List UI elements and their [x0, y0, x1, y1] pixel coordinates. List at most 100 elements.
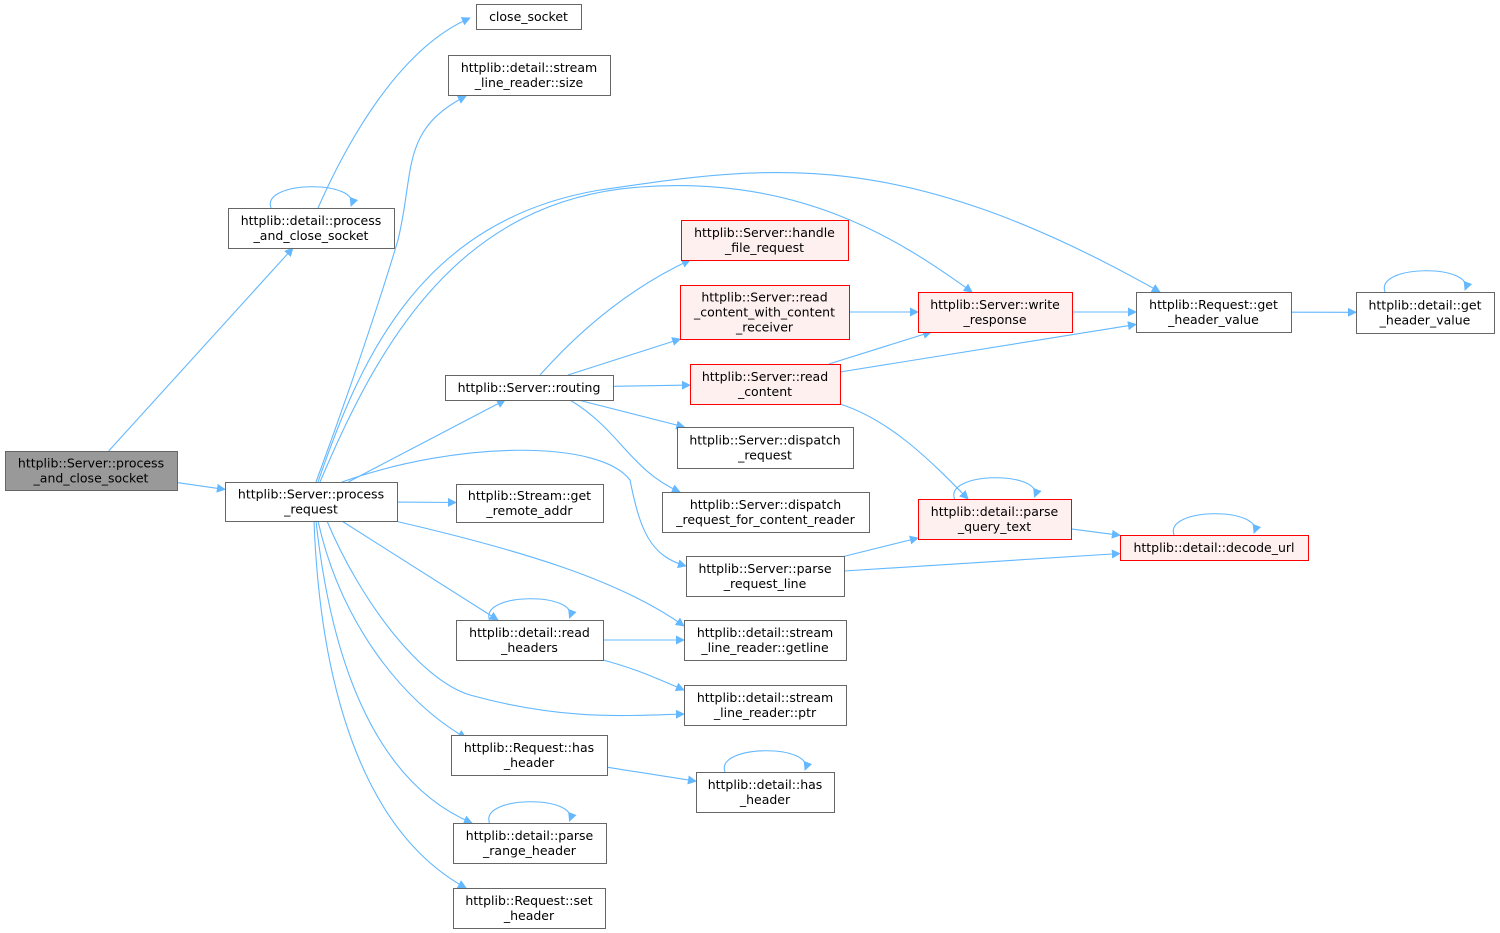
- node-label-line: _remote_addr: [485, 503, 573, 518]
- edge-read-content-to-request-get-header-value: [839, 321, 1137, 373]
- node-box: [1136, 292, 1292, 333]
- node-box: [696, 772, 835, 813]
- edge-process-request-to-parse-request-line: [341, 449, 687, 569]
- node-label-line: _header: [739, 792, 791, 807]
- node-parse-query-text[interactable]: httplib::detail::parse_query_text: [918, 499, 1072, 540]
- node-label-line: httplib::Server::parse: [698, 561, 831, 576]
- edge-detail-process-and-close-socket-to-detail-process-and-close-socket: [269, 186, 359, 209]
- node-label-line: httplib::Server::read: [702, 369, 828, 384]
- edge-process-request-to-parse-range-header: [315, 520, 473, 824]
- edge-process-request-to-read-headers: [341, 520, 499, 621]
- node-decode-url[interactable]: httplib::detail::decode_url: [1120, 535, 1309, 561]
- node-label-line: httplib::Server::read: [701, 290, 827, 305]
- node-box: [680, 285, 850, 340]
- node-dispatch-request[interactable]: httplib::Server::dispatch_request: [677, 427, 854, 469]
- node-process-request[interactable]: httplib::Server::process_request: [225, 482, 398, 522]
- node-box: [1120, 535, 1309, 561]
- node-box: [686, 556, 845, 597]
- node-handle-file-request[interactable]: httplib::Server::handle_file_request: [681, 220, 849, 261]
- node-request-get-header-value[interactable]: httplib::Request::get_header_value: [1136, 292, 1292, 333]
- edge-routing-to-dispatch-request-for-content-reader: [569, 399, 681, 493]
- node-box: [225, 482, 398, 522]
- node-label-line: httplib::Server::process: [18, 456, 164, 471]
- node-label-line: _header_value: [1167, 312, 1259, 327]
- edge-parse-query-text-to-parse-query-text: [953, 477, 1042, 500]
- node-box: [5, 451, 178, 491]
- edge-request-has-header-to-detail-has-header: [606, 766, 697, 785]
- node-label-line: _headers: [500, 640, 558, 655]
- node-box: [662, 492, 870, 533]
- edge-detail-process-and-close-socket-to-close-socket: [317, 17, 471, 209]
- node-label-line: _header_value: [1379, 313, 1471, 328]
- node-label-line: _content_with_content: [693, 305, 835, 320]
- node-label-line: httplib::Server::dispatch: [690, 497, 841, 512]
- node-detail-process-and-close-socket[interactable]: httplib::detail::process_and_close_socke…: [228, 208, 395, 249]
- node-label-line: httplib::detail::stream: [697, 625, 833, 640]
- edge-root-to-process-request: [176, 482, 226, 493]
- node-detail-has-header[interactable]: httplib::detail::has_header: [696, 772, 835, 813]
- node-label-line: _response: [962, 312, 1026, 327]
- node-parse-request-line[interactable]: httplib::Server::parse_request_line: [686, 556, 845, 597]
- node-read-content-with-content-receiver[interactable]: httplib::Server::read_content_with_conte…: [680, 285, 850, 340]
- node-label-line: httplib::Stream::get: [468, 488, 591, 503]
- node-label-line: httplib::detail::parse: [466, 828, 594, 843]
- node-label-line: httplib::Request::get: [1149, 297, 1278, 312]
- node-box: [681, 220, 849, 261]
- node-read-headers[interactable]: httplib::detail::read_headers: [456, 620, 604, 661]
- edge-process-request-to-stream-line-reader-getline: [394, 520, 685, 627]
- node-label-line: httplib::Server::process: [238, 487, 384, 502]
- edge-decode-url-to-decode-url: [1172, 513, 1262, 536]
- node-routing[interactable]: httplib::Server::routing: [445, 375, 614, 401]
- node-detail-get-header-value[interactable]: httplib::detail::get_header_value: [1356, 292, 1495, 334]
- node-label-line: httplib::detail::get: [1368, 298, 1481, 313]
- edge-parse-range-header-to-parse-range-header: [488, 801, 577, 824]
- node-box: [476, 4, 582, 30]
- edge-read-content-to-write-response: [828, 330, 932, 365]
- edge-process-request-to-routing: [348, 399, 506, 483]
- node-parse-range-header[interactable]: httplib::detail::parse_range_header: [453, 823, 607, 864]
- node-label-line: httplib::detail::has: [708, 777, 823, 792]
- edge-process-request-to-request-set-header: [313, 520, 467, 889]
- node-request-has-header[interactable]: httplib::Request::has_header: [451, 735, 608, 776]
- edge-parse-request-line-to-decode-url: [843, 549, 1121, 572]
- node-label-line: httplib::detail::decode_url: [1133, 540, 1294, 555]
- node-label-line: httplib::detail::stream: [461, 60, 597, 75]
- edge-detail-get-header-value-to-detail-get-header-value: [1383, 270, 1473, 293]
- node-stream-line-reader-ptr[interactable]: httplib::detail::stream_line_reader::ptr: [684, 685, 847, 726]
- edge-process-request-to-write-response: [319, 185, 973, 483]
- nodes-layer: httplib::Server::process_and_close_socke…: [5, 4, 1495, 929]
- node-box: [451, 735, 608, 776]
- edge-parse-request-line-to-parse-query-text: [843, 535, 919, 557]
- edge-read-content-to-parse-query-text: [839, 403, 969, 500]
- edges-layer: [108, 17, 1473, 889]
- node-box: [448, 55, 611, 96]
- node-label-line: httplib::detail::stream: [697, 690, 833, 705]
- edge-read-headers-to-stream-line-reader-ptr: [602, 659, 685, 692]
- node-stream-get-remote-addr[interactable]: httplib::Stream::get_remote_addr: [456, 484, 604, 523]
- edge-routing-to-dispatch-request: [578, 399, 686, 430]
- node-label-line: _line_reader::getline: [700, 640, 829, 655]
- node-dispatch-request-for-content-reader[interactable]: httplib::Server::dispatch_request_for_co…: [662, 492, 870, 533]
- node-read-content[interactable]: httplib::Server::read_content: [690, 364, 841, 405]
- node-label-line: httplib::Request::set: [465, 893, 592, 908]
- node-box: [918, 499, 1072, 540]
- node-request-set-header[interactable]: httplib::Request::set_header: [453, 888, 606, 929]
- node-close-socket[interactable]: close_socket: [476, 4, 582, 30]
- node-stream-line-reader-size[interactable]: httplib::detail::stream_line_reader::siz…: [448, 55, 611, 96]
- node-box: [690, 364, 841, 405]
- node-box: [456, 620, 604, 661]
- node-label-line: _line_reader::ptr: [713, 705, 817, 720]
- node-root[interactable]: httplib::Server::process_and_close_socke…: [5, 451, 178, 491]
- node-stream-line-reader-getline[interactable]: httplib::detail::stream_line_reader::get…: [684, 620, 847, 661]
- node-box: [456, 484, 604, 523]
- node-label-line: httplib::detail::parse: [931, 504, 1059, 519]
- node-label-line: _request_line: [723, 576, 807, 591]
- node-label-line: httplib::Request::has: [464, 740, 594, 755]
- node-label-line: _header: [503, 908, 555, 923]
- node-label-line: _request: [737, 448, 792, 463]
- node-write-response[interactable]: httplib::Server::write_response: [918, 292, 1073, 333]
- edge-routing-to-handle-file-request: [539, 259, 691, 376]
- edge-routing-to-read-content-with-content-receiver: [567, 337, 682, 376]
- node-box: [684, 620, 847, 661]
- edge-process-request-to-stream-line-reader-size: [315, 95, 467, 483]
